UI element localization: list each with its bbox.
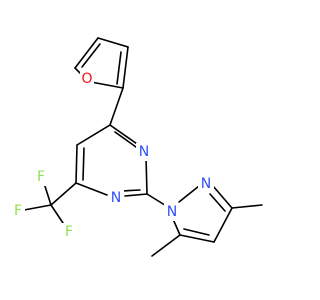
bond-pyr-c4-c5: [75, 144, 78, 184]
bond-pyr-c2-n3: [124, 193, 148, 197]
bond-pyr-c2-n3-double: [121, 189, 141, 192]
atom-f-bottom: F: [62, 223, 76, 241]
bond-furan-c3-c2-double: [116, 51, 122, 85]
bond-pyr-n1-c2: [145, 156, 148, 195]
atom-n3-pyrimidine: N: [108, 189, 124, 207]
bond-pyr-c5-c6: [76, 124, 111, 146]
bond-furan-c5-c4: [74, 37, 99, 69]
atom-n1-pyrazole: N: [164, 203, 180, 221]
bond-pz-c4-c5: [179, 234, 215, 243]
bond-pz-c3-methyl: [231, 204, 263, 209]
bond-c4-cf3: [50, 182, 77, 206]
atom-n1-pyrazole-label: N: [167, 204, 177, 220]
molecule-canvas: O N N N N F F: [11, 37, 263, 257]
bond-furan-pyrimidine: [109, 87, 124, 126]
bond-furan-c5-c4-double: [81, 43, 101, 68]
bond-pyr-c6-n1: [109, 124, 141, 147]
bond-pz-n1-n2: [178, 185, 200, 203]
atom-f-top-label: F: [37, 169, 45, 185]
atom-o-furan-label: O: [81, 71, 92, 87]
atom-f-left: F: [11, 202, 25, 220]
bond-furan-c2-o: [90, 81, 124, 89]
atom-f-bottom-label: F: [65, 224, 73, 240]
bond-pz-n2-c3: [212, 185, 233, 209]
bond-pz-c5-methyl: [151, 234, 181, 257]
molecule-structure: O N N N N F F: [11, 37, 263, 257]
bond-layer: [23, 37, 263, 257]
bond-pz-n2-c3-double: [209, 193, 226, 212]
atom-n2-pyrazole: N: [198, 175, 214, 193]
bond-cf3-f-bottom: [50, 204, 66, 227]
atom-n1-pyrimidine: N: [136, 143, 152, 161]
atom-n2-pyrazole-label: N: [201, 176, 211, 192]
bond-pz-c4-c5-double: [183, 228, 210, 236]
bond-pz-c3-c4: [213, 207, 233, 243]
atom-n1-pyrimidine-label: N: [139, 144, 149, 160]
bond-pyr-n3-c4: [75, 182, 108, 196]
atom-f-top: F: [34, 168, 48, 186]
bond-pyr-c4-c5-double: [82, 147, 85, 181]
bond-pyr-c6-n1-double: [114, 131, 137, 148]
atom-o-furan: O: [80, 69, 94, 87]
bond-furan-c4-c3: [97, 37, 129, 48]
bond-pz-c5-n1: [172, 218, 181, 236]
bond-furan-c3-c2: [122, 46, 129, 89]
atom-label-layer: O N N N N F F: [11, 69, 214, 241]
atom-f-left-label: F: [14, 203, 22, 219]
atom-n3-pyrimidine-label: N: [111, 190, 121, 206]
bond-cf3-f-left: [23, 204, 52, 211]
